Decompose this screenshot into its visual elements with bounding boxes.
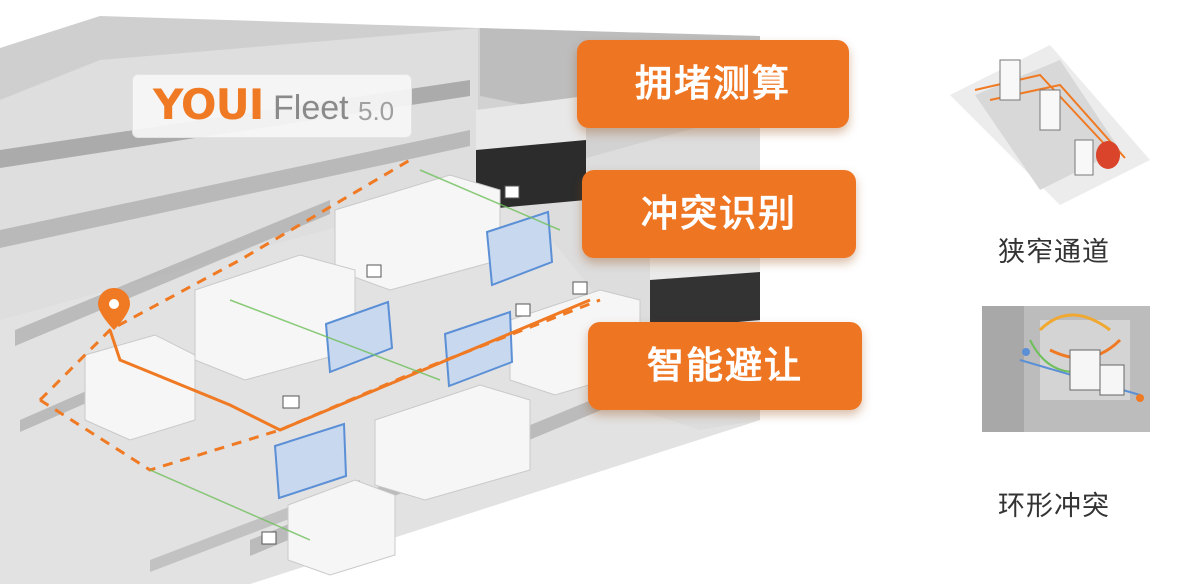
logo-product: Fleet: [273, 89, 349, 127]
logo-brand: YOUI: [153, 80, 264, 129]
ring-conflict-thumbnail: [982, 306, 1150, 432]
agv-robots: [261, 185, 588, 545]
narrow-channel-thumbnail: [950, 45, 1150, 205]
location-pin-icon: [98, 288, 130, 330]
storage-blocks: [84, 174, 641, 576]
feature-congestion-calc: 拥堵测算: [577, 40, 849, 128]
blue-racks: [273, 210, 554, 500]
caption-ring-conflict: 环形冲突: [998, 491, 1110, 522]
feature-smart-avoidance: 智能避让: [588, 322, 862, 410]
caption-narrow-channel: 狭窄通道: [998, 237, 1110, 268]
green-routes: [149, 169, 561, 541]
feature-conflict-detection: 冲突识别: [582, 170, 856, 258]
machine-units: [476, 96, 760, 330]
logo-version: 5.0: [358, 96, 395, 126]
youi-fleet-logo: YOUI Fleet 5.0: [132, 74, 412, 138]
